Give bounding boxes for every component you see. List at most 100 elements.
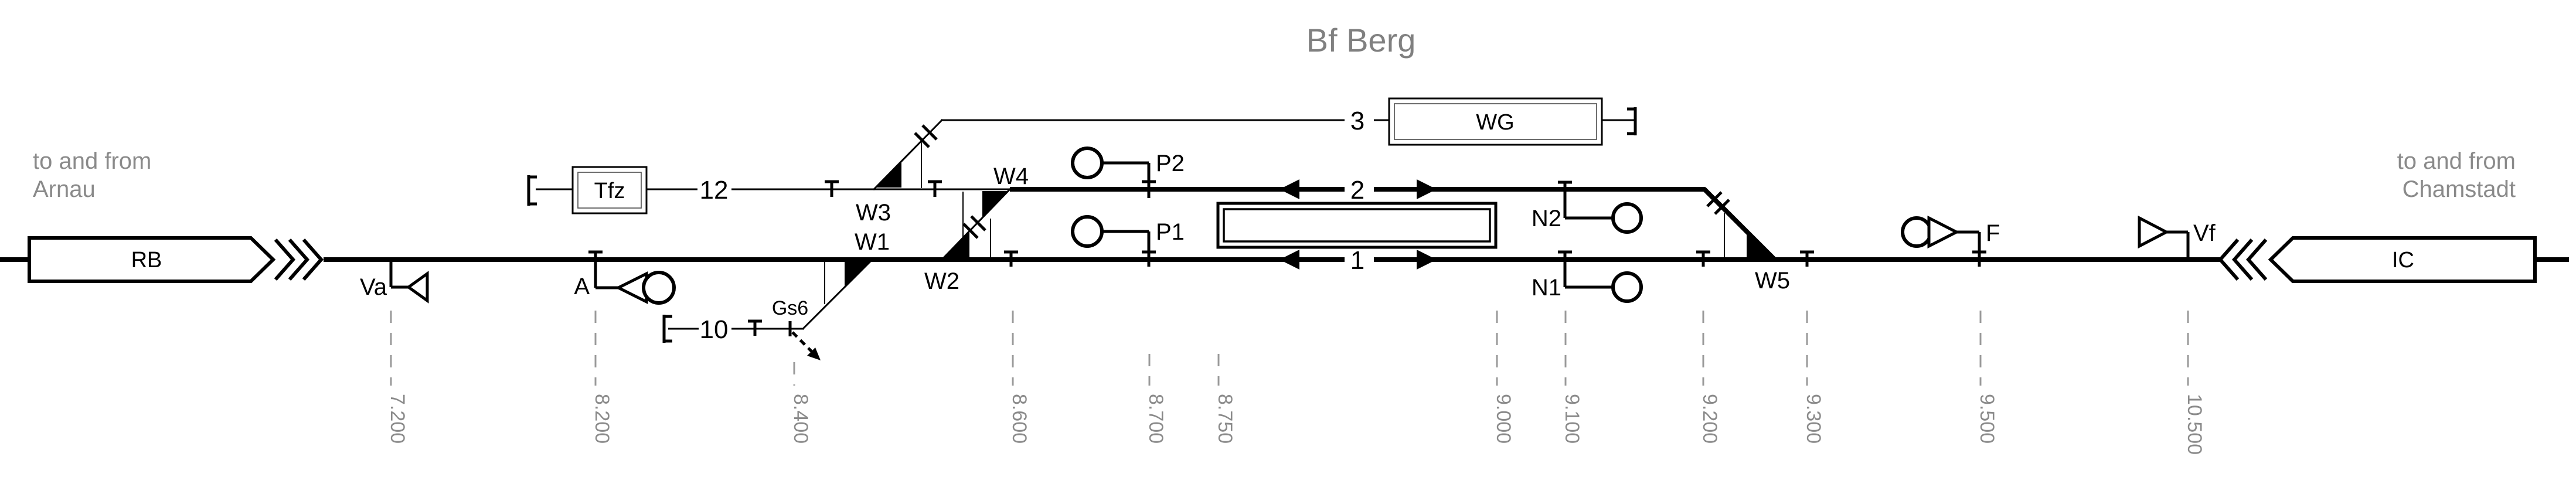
signal-n2: N2 xyxy=(1532,180,1643,234)
km-label: 9.200 xyxy=(1699,394,1721,444)
derail-arrow-head xyxy=(807,347,821,360)
t-mark xyxy=(1004,250,1018,267)
km-label: 10.500 xyxy=(2183,394,2206,455)
rb-train: RB xyxy=(28,236,324,283)
rb-chevron xyxy=(274,238,296,281)
ic-chevron xyxy=(2231,238,2254,281)
buffer-stop-track3 xyxy=(1627,107,1637,135)
ic-train: IC xyxy=(2217,236,2537,283)
track-3-label: 3 xyxy=(1350,107,1364,135)
derail-gs6: Gs6 xyxy=(772,297,821,360)
track-number-labels: 12 10 3 2 1 xyxy=(700,107,1365,344)
km-marker: 9.100 xyxy=(1561,311,1583,444)
km-marker: 9.200 xyxy=(1699,311,1721,444)
signal-vf: Vf xyxy=(2138,215,2216,262)
w5-hash-mark xyxy=(1706,191,1730,215)
f-triangle-icon xyxy=(1927,215,1960,249)
km-label: 8.400 xyxy=(790,394,812,444)
vf-triangle-icon xyxy=(2138,215,2170,249)
km-marker: 8.700 xyxy=(1145,354,1167,444)
buffer-stop-track10 xyxy=(662,315,672,343)
rb-train-label: RB xyxy=(131,248,162,272)
tfz-shed: Tfz xyxy=(571,166,648,214)
region-left: to and from Arnau xyxy=(33,148,151,202)
signal-n1: N1 xyxy=(1532,250,1643,303)
track-2-label: 2 xyxy=(1350,176,1364,205)
ic-train-label: IC xyxy=(2392,248,2414,272)
signal-p1: P1 xyxy=(1071,215,1185,267)
signal-va: Va xyxy=(360,260,429,304)
buffer-stop-track12 xyxy=(527,175,537,206)
direction-arrows xyxy=(1280,179,1437,270)
region-left-line1: to and from xyxy=(33,148,151,174)
km-label: 9.500 xyxy=(1976,394,1998,444)
ic-chevron xyxy=(2217,238,2240,281)
w4-wedge xyxy=(982,191,1009,218)
w1-wedge xyxy=(845,261,872,288)
t-mark xyxy=(825,180,839,197)
km-label: 9.300 xyxy=(1802,394,1825,444)
signal-a-label: A xyxy=(574,274,590,299)
ic-chevron xyxy=(2245,238,2268,281)
t-mark xyxy=(928,180,942,197)
km-markers: 7.200 8.200 8.400 8.600 8.700 8.750 9.00… xyxy=(386,311,2206,455)
n2-circle-icon xyxy=(1611,202,1643,234)
va-triangle-icon xyxy=(406,271,429,304)
derail-arrow-shaft xyxy=(791,331,814,354)
signal-f-label: F xyxy=(1986,220,2000,246)
track2-right-arrow-icon xyxy=(1417,179,1437,199)
km-marker: 9.000 xyxy=(1492,311,1515,444)
track1-left-arrow-icon xyxy=(1280,250,1299,270)
n1-circle-icon xyxy=(1611,271,1643,303)
signal-p2-label: P2 xyxy=(1156,151,1185,176)
km-label: 8.700 xyxy=(1145,394,1167,444)
signal-n2-label: N2 xyxy=(1532,206,1561,231)
w2-hash-mark xyxy=(962,215,986,239)
w5-wedge xyxy=(1747,231,1774,258)
track2-left-arrow-icon xyxy=(1280,179,1299,199)
km-label: 9.100 xyxy=(1561,394,1583,444)
track1-right-arrow-icon xyxy=(1417,250,1437,270)
region-right: to and from Chamstadt xyxy=(2397,148,2516,202)
km-label: 8.750 xyxy=(1214,394,1236,444)
signal-f: F xyxy=(1901,215,2000,267)
region-left-line2: Arnau xyxy=(33,176,96,202)
km-marker: 7.200 xyxy=(386,311,409,444)
region-right-line2: Chamstadt xyxy=(2403,176,2516,202)
tfz-label: Tfz xyxy=(594,179,625,203)
wg-shed: WG xyxy=(1388,97,1603,146)
diagonal-hash-marks xyxy=(914,124,1730,239)
derail-gs6-label: Gs6 xyxy=(772,297,808,319)
rb-chevron xyxy=(288,238,310,281)
track-10-line xyxy=(668,258,874,330)
km-marker: 9.300 xyxy=(1802,311,1825,444)
signals: Va A P2 P1 xyxy=(360,146,2216,305)
km-marker: 8.200 xyxy=(591,311,613,444)
track-12-label: 12 xyxy=(700,176,729,205)
platform xyxy=(1216,202,1498,249)
signal-n1-label: N1 xyxy=(1532,275,1561,301)
switch-w4-label: W4 xyxy=(993,163,1029,189)
w3-hash-mark xyxy=(914,124,938,148)
km-label: 7.200 xyxy=(386,394,409,444)
f-circle-icon xyxy=(1901,216,1932,248)
p1-circle-icon xyxy=(1071,215,1104,248)
km-marker: 10.500 xyxy=(2183,311,2206,455)
wg-label: WG xyxy=(1476,110,1514,135)
signal-va-label: Va xyxy=(360,274,387,300)
km-label: 9.000 xyxy=(1492,394,1515,444)
track-1-label: 1 xyxy=(1350,246,1364,275)
km-marker: 8.600 xyxy=(1008,311,1030,444)
p2-circle-icon xyxy=(1071,146,1104,179)
switch-w3-label: W3 xyxy=(856,200,891,226)
a-circle-icon xyxy=(642,271,676,305)
km-label: 8.200 xyxy=(591,394,613,444)
w3-wedge xyxy=(875,161,901,188)
signal-p1-label: P1 xyxy=(1156,219,1185,245)
switch-w5-label: W5 xyxy=(1755,268,1790,294)
signal-p2: P2 xyxy=(1071,146,1185,198)
page-title: Bf Berg xyxy=(1306,22,1416,59)
region-right-line1: to and from xyxy=(2397,148,2516,174)
km-label: 8.600 xyxy=(1008,394,1030,444)
